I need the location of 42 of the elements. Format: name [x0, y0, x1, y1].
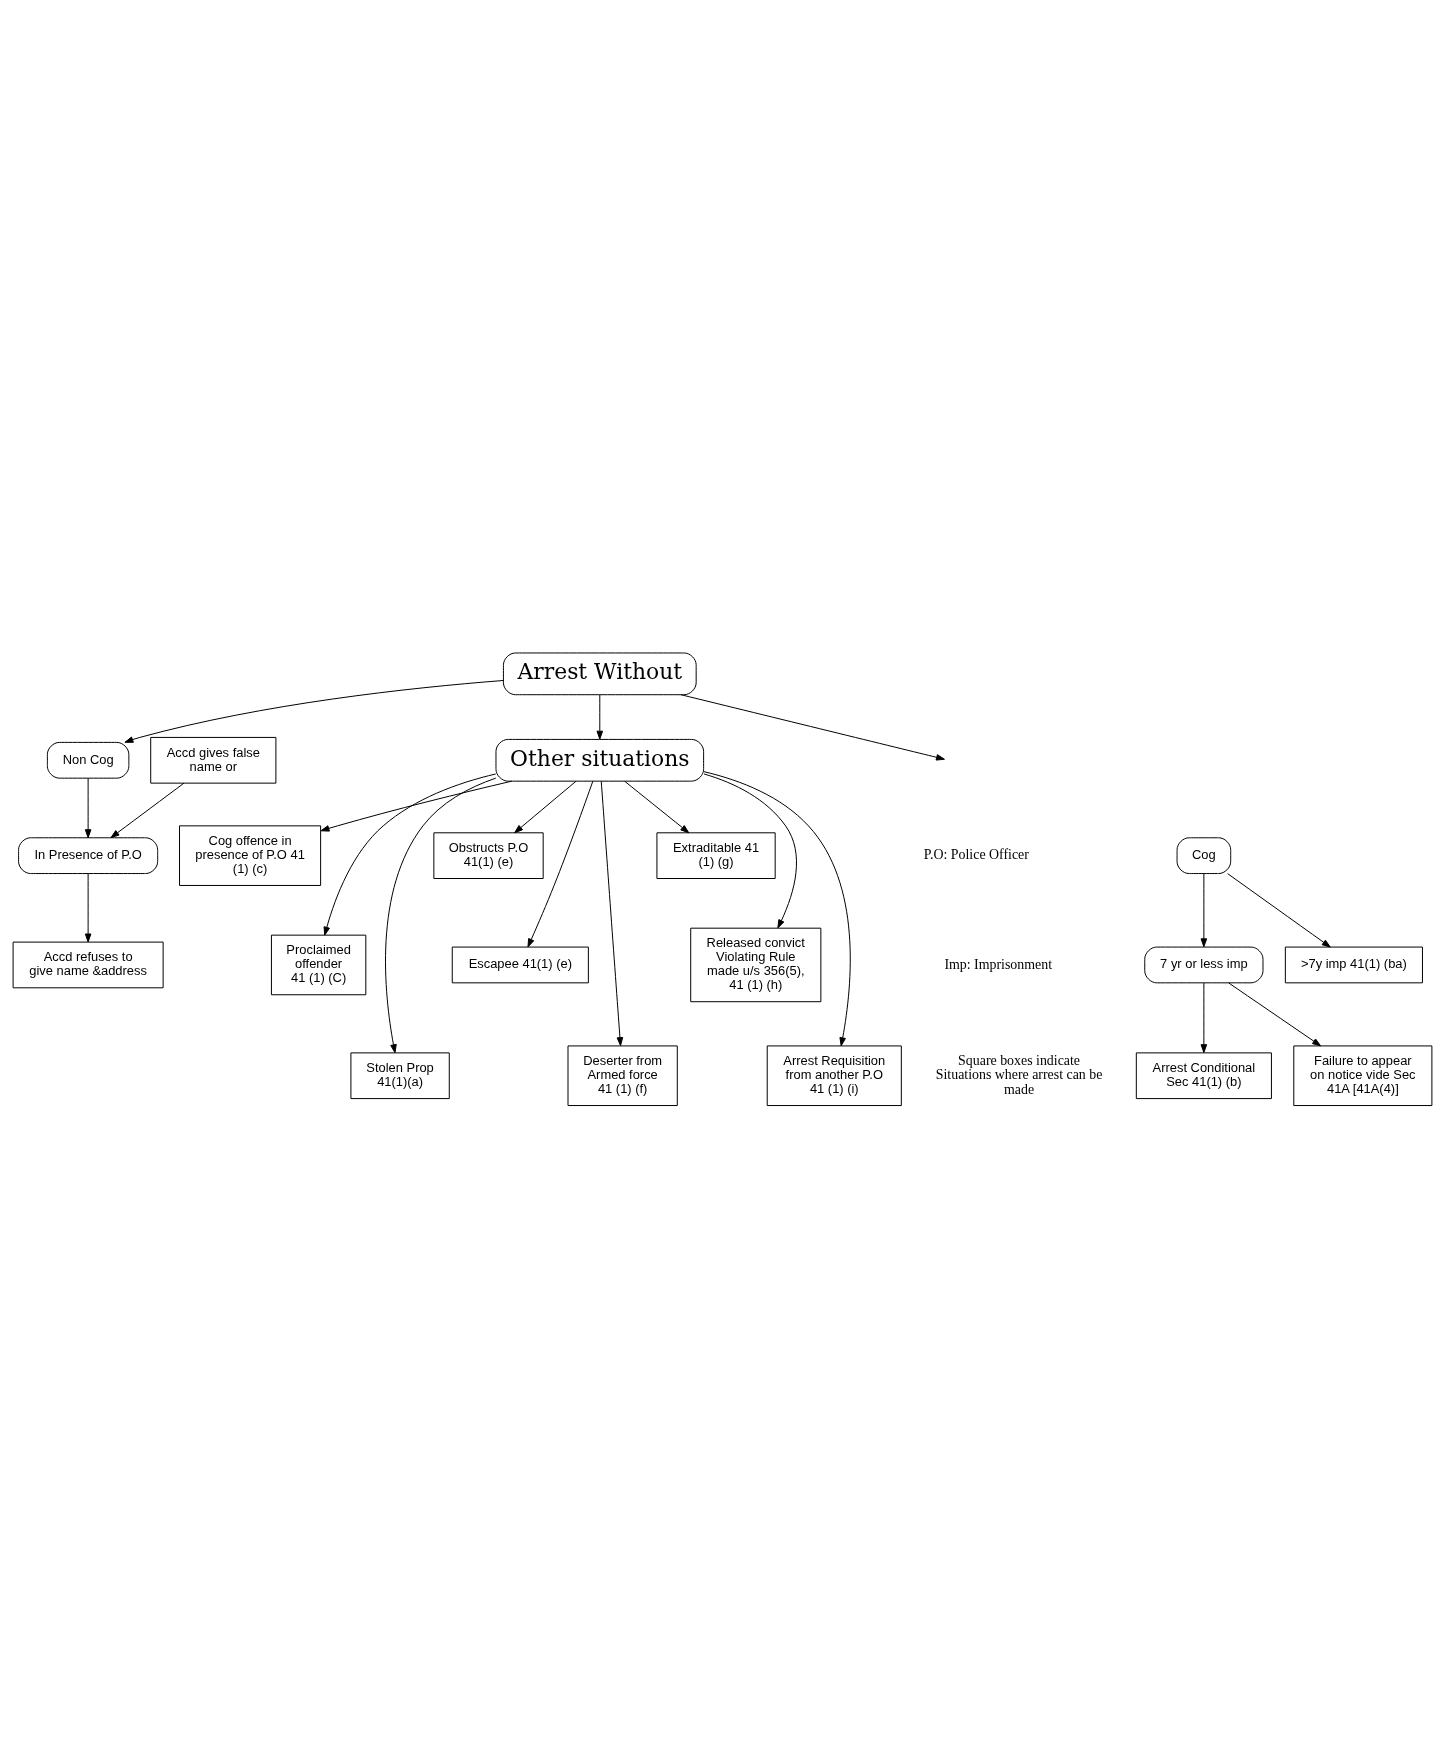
node-box: Arrest Without: [502, 652, 697, 696]
node-box: >7y imp 41(1) (ba): [1284, 946, 1423, 984]
arrow: [703, 771, 851, 1047]
label: Square boxes indicate Situations where arrest can be made: [935, 1052, 1103, 1098]
node-box: Escapee 41(1) (e): [451, 946, 589, 984]
node-box: Cog: [1176, 837, 1232, 875]
node-box: Deserter from Armed force 41 (1) (f): [567, 1045, 678, 1107]
node-box: Accd refuses to give name &address: [12, 941, 164, 989]
arrow: [320, 780, 513, 832]
node-box: Cog offence in presence of P.O 41 (1) (c): [179, 825, 322, 886]
arrow: [596, 694, 604, 740]
node-box: In Presence of P.O: [18, 837, 159, 875]
arrow: [110, 782, 185, 839]
arrow: [1227, 873, 1331, 948]
arrow: [84, 777, 92, 839]
arrow: [1200, 873, 1208, 948]
arrow: [624, 780, 690, 834]
node-box: Released convict Violating Rule made u/s 356(5), 41 (1) (h): [690, 927, 822, 1003]
arrow: [124, 680, 504, 743]
node-box: Extraditable 41 (1) (g): [656, 832, 776, 879]
node-box: Arrest Conditional Sec 41(1) (b): [1135, 1052, 1272, 1100]
arrow: [1228, 982, 1322, 1047]
arrow: [84, 873, 92, 943]
node-box: Other situations: [495, 738, 705, 782]
node-box: Non Cog: [46, 741, 130, 779]
arrow: [703, 773, 797, 929]
node-box: 7 yr or less imp: [1144, 946, 1264, 984]
arrow: [385, 777, 497, 1054]
arrow: [680, 694, 945, 761]
node-box: Failure to appear on notice vide Sec 41A [41A(4)]: [1293, 1045, 1433, 1107]
arrow: [1200, 982, 1208, 1054]
label: Imp: Imprisonment: [944, 956, 1053, 972]
label: P.O: Police Officer: [923, 847, 1029, 863]
node-box: Accd gives false name or: [150, 736, 277, 784]
node-box: Arrest Requisition from another P.O 41 (1) (i): [766, 1045, 902, 1107]
arrow: [600, 780, 624, 1047]
node-box: Proclaimed offender 41 (1) (C): [270, 934, 367, 996]
arrow: [527, 780, 594, 948]
arrow: [323, 773, 497, 936]
node-box: Stolen Prop 41(1)(a): [350, 1052, 450, 1100]
arrow: [514, 780, 577, 834]
node-box: Obstructs P.O 41(1) (e): [433, 832, 544, 879]
